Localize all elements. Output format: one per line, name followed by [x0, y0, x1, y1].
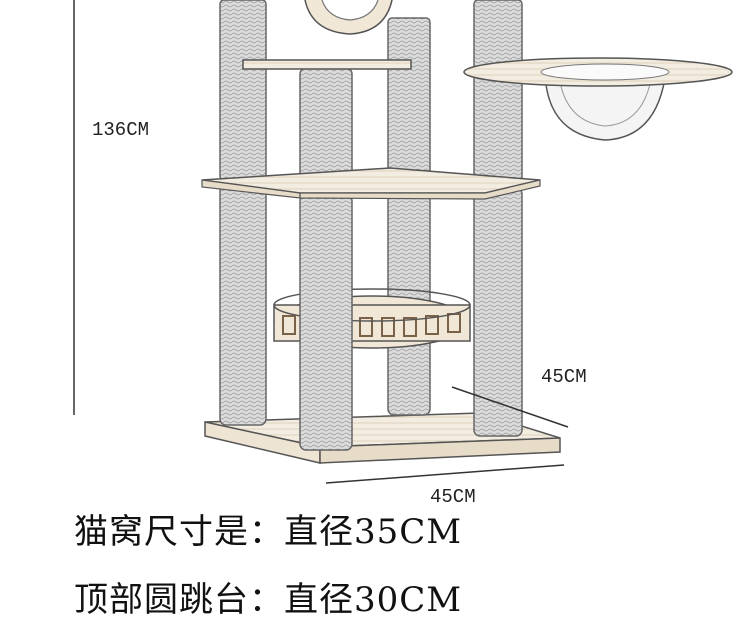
middle-platform: [201, 167, 541, 200]
post-back-middle-upper: [387, 17, 431, 185]
spec-line-bed-size: 猫窝尺寸是：直径35CM: [74, 504, 462, 553]
top-ring: [304, 0, 393, 35]
post-left-upper: [219, 0, 267, 181]
hammock-bowl: [463, 57, 733, 141]
upper-shelf: [242, 59, 412, 70]
depth-dimension-line: [451, 386, 569, 428]
post-right-upper: [473, 0, 523, 183]
post-front-center-lower: [299, 194, 353, 451]
width-label: 45CM: [430, 486, 476, 508]
post-center-upper: [299, 67, 353, 187]
spec-line-top-platform: 顶部圆跳台：直径30CM: [74, 572, 462, 621]
spec-value: 直径35CM: [284, 512, 463, 552]
post-front-right-lower: [473, 187, 523, 437]
base-board: [204, 412, 561, 464]
height-label: 136CM: [92, 119, 150, 141]
spec-label: 顶部圆跳台：: [74, 580, 284, 620]
spec-value: 直径30CM: [284, 580, 463, 620]
spec-label: 猫窝尺寸是：: [74, 512, 284, 552]
depth-label: 45CM: [541, 366, 587, 388]
width-dimension-line: [325, 464, 565, 484]
post-front-left-lower: [219, 184, 267, 426]
